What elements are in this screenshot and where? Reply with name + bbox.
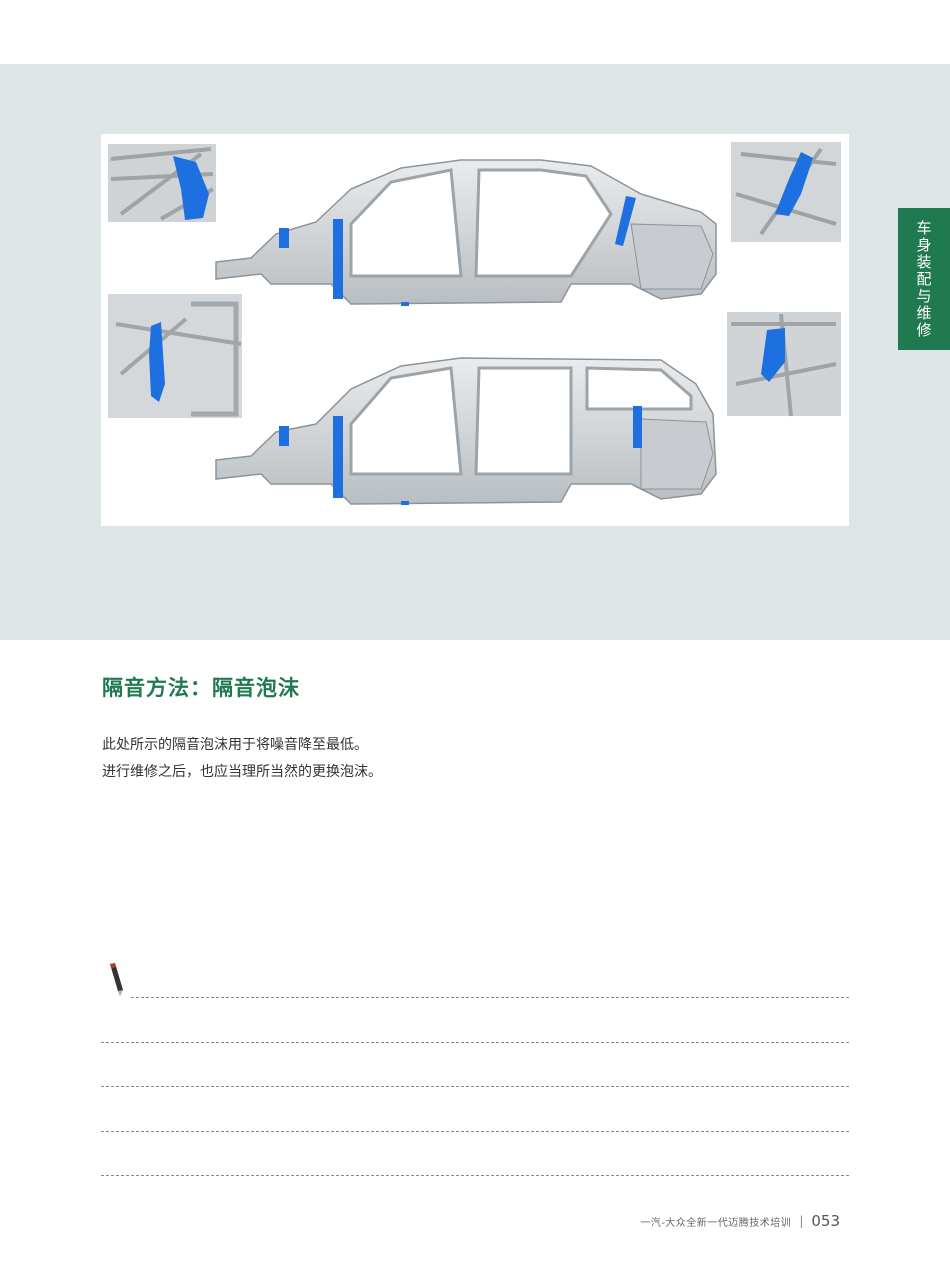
sedan-body-shell: [215, 159, 717, 306]
car-body-illustration: [108, 142, 841, 505]
inset-detail-mid-right: [727, 312, 841, 417]
page-footer: 一汽-大众全新一代迈腾技术培训 | 053: [640, 1212, 840, 1230]
pencil-icon: [110, 963, 123, 996]
page-number: 053: [811, 1212, 840, 1230]
note-line: [101, 1042, 849, 1043]
section-body: 此处所示的隔音泡沫用于将噪音降至最低。 进行维修之后，也应当理所当然的更换泡沫。: [102, 732, 382, 786]
footer-separator: |: [799, 1214, 804, 1228]
section-heading: 隔音方法：隔音泡沫: [102, 675, 300, 700]
inset-detail-top-left: [108, 144, 216, 222]
note-line: [101, 1086, 849, 1087]
inset-detail-mid-left: [108, 294, 242, 418]
chapter-side-tab[interactable]: 车身装配与维修: [898, 208, 950, 350]
body-line: 此处所示的隔音泡沫用于将噪音降至最低。: [102, 737, 368, 753]
notes-area: [101, 962, 849, 1192]
car-body-figure: [101, 134, 849, 526]
wagon-body-shell: [215, 357, 717, 505]
body-line: 进行维修之后，也应当理所当然的更换泡沫。: [102, 764, 382, 780]
note-line: [101, 1175, 849, 1176]
note-line: [101, 1131, 849, 1132]
inset-detail-top-right: [731, 142, 841, 242]
note-line: [131, 997, 849, 998]
chapter-side-tab-label: 车身装配与维修: [914, 219, 933, 339]
footer-book-title: 一汽-大众全新一代迈腾技术培训: [640, 1217, 792, 1229]
